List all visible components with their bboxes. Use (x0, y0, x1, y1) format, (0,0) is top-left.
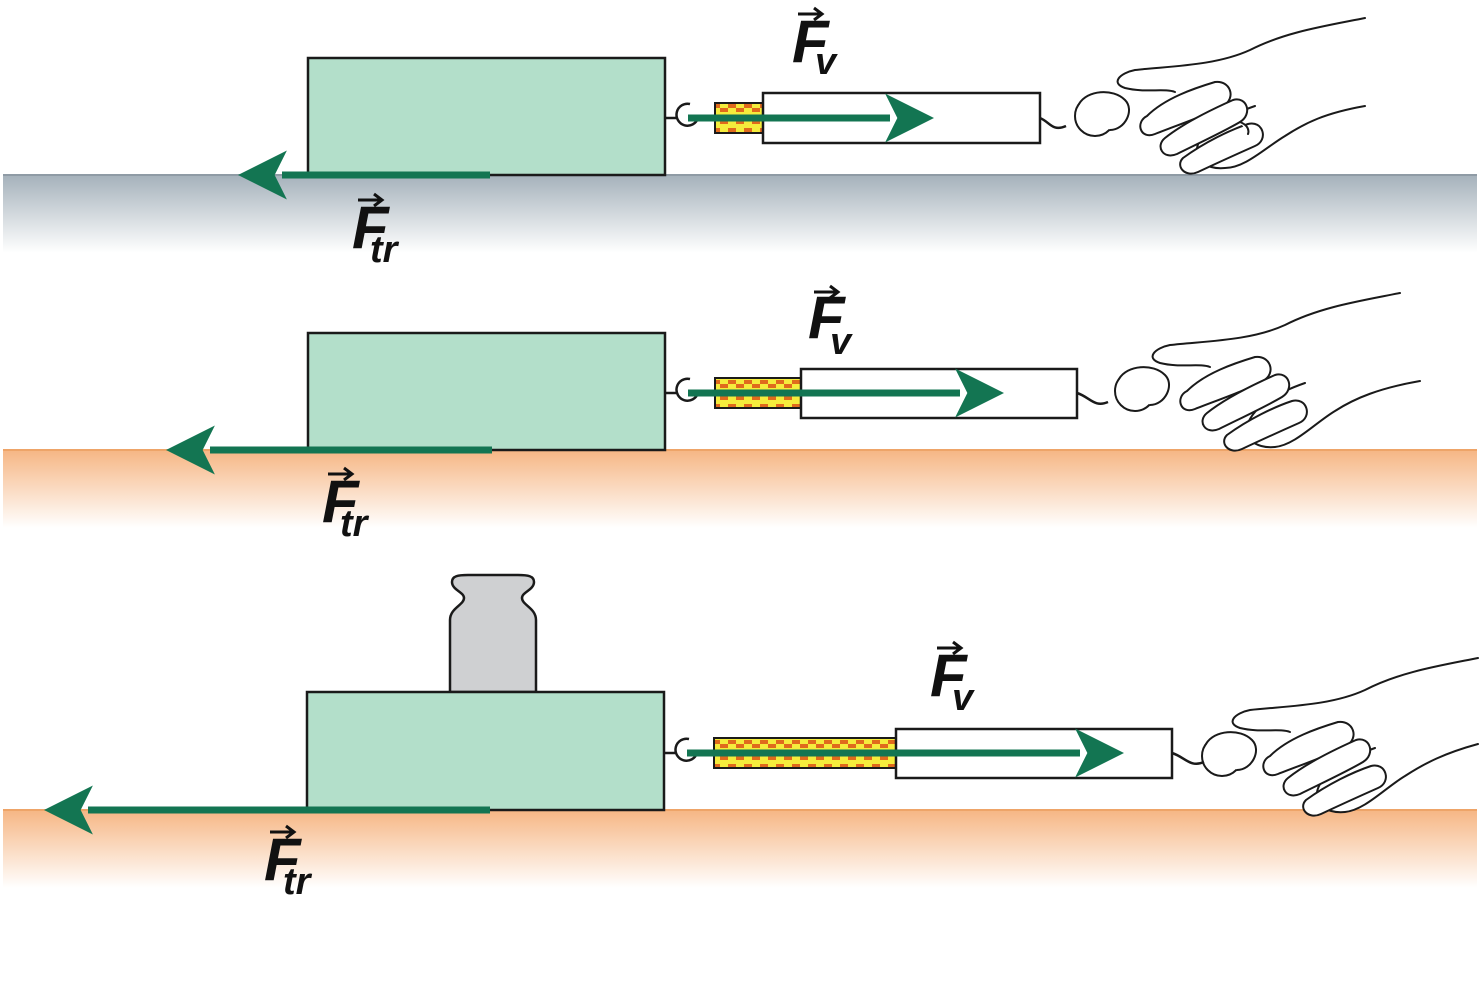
hand-icon (1074, 17, 1366, 175)
vector-arrow-icon (814, 284, 841, 300)
block (306, 56, 667, 177)
hand-icon (1201, 657, 1479, 817)
block (306, 331, 667, 452)
vector-arrow-icon (328, 466, 355, 482)
friction-force-label: F tr (264, 824, 313, 903)
hook-icon (665, 377, 700, 402)
friction-force-symbol: F (322, 468, 360, 535)
hand-icon (1114, 292, 1421, 452)
vector-arrow-icon (798, 6, 825, 22)
panel-2: F v F tr (3, 284, 1477, 545)
friction-force-label: F tr (322, 466, 370, 545)
friction-force-subscript: tr (340, 503, 370, 545)
block (305, 690, 666, 812)
friction-force-label: F tr (352, 192, 400, 271)
surface-smooth (3, 175, 1477, 253)
panel-1: F v F tr (3, 6, 1477, 271)
surface-rough (3, 450, 1477, 528)
vector-arrow-icon (358, 192, 385, 208)
pull-force-symbol: F (808, 284, 846, 351)
pull-force-symbol: F (792, 8, 830, 75)
pull-force-subscript: v (830, 321, 853, 363)
weight-icon (448, 573, 538, 694)
pull-force-label: F v (930, 640, 975, 719)
friction-force-symbol: F (352, 194, 390, 261)
friction-force-symbol: F (264, 826, 302, 893)
hook-icon (664, 737, 699, 762)
pull-force-subscript: v (952, 677, 975, 719)
pull-force-subscript: v (815, 41, 838, 83)
pull-force-label: F v (808, 284, 853, 363)
friction-force-subscript: tr (370, 229, 400, 271)
hook-icon (665, 102, 700, 127)
vector-arrow-icon (270, 824, 297, 840)
panel-3: F v F tr (3, 573, 1479, 903)
surface-rough (3, 810, 1477, 888)
friction-force-subscript: tr (283, 861, 313, 903)
pull-force-label: F v (792, 6, 838, 83)
vector-arrow-icon (937, 640, 964, 656)
pull-force-symbol: F (930, 642, 968, 709)
